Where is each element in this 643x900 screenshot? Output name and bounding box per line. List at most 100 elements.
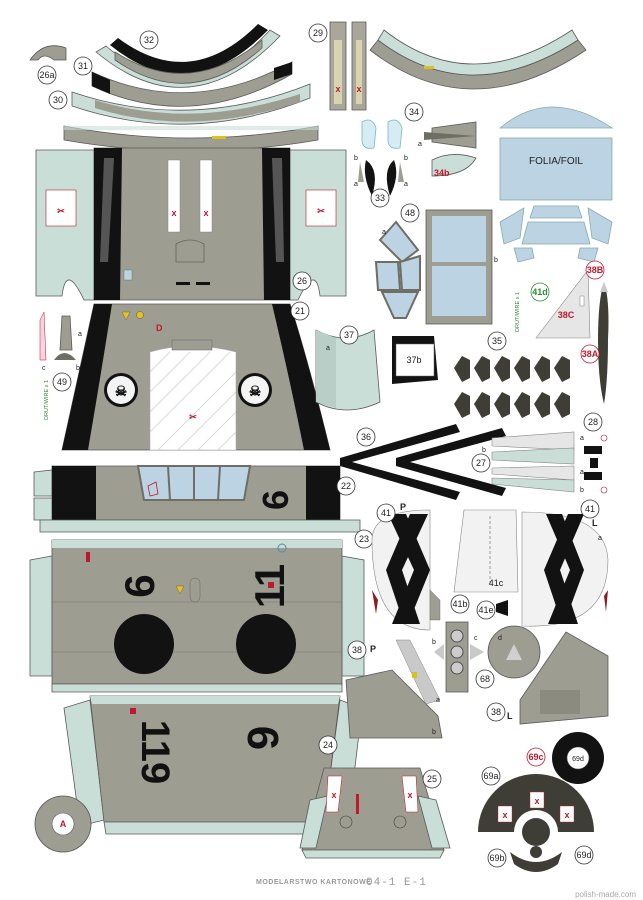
- number-6-22: 6: [255, 490, 296, 510]
- letter-P-41: P: [400, 502, 406, 512]
- svg-text:a: a: [598, 535, 602, 542]
- label-33: 33: [375, 193, 385, 203]
- part-38-L: 38 L: [486, 631, 609, 725]
- part-41c: 41c: [453, 509, 519, 593]
- letter-D: D: [156, 323, 163, 333]
- label-26: 26: [297, 276, 307, 286]
- part-35-piece: [534, 392, 550, 418]
- svg-text:x: x: [335, 84, 340, 94]
- svg-text:b: b: [432, 729, 436, 736]
- foil-label: FOLIA/FOIL: [529, 156, 583, 167]
- footer: MODELARSTWO KARTONOWE 04-1 E-1 polish-ma…: [256, 877, 636, 899]
- svg-text:x: x: [203, 208, 208, 218]
- svg-text:x: x: [356, 84, 361, 94]
- svg-text:b: b: [580, 487, 584, 494]
- label-35: 35: [492, 336, 502, 346]
- svg-text:a: a: [436, 697, 440, 704]
- part-21: ✂ ☠ ☠ D 21: [61, 301, 331, 451]
- label-69d-bottom: 69d: [576, 850, 591, 860]
- label-49: 49: [57, 377, 67, 387]
- svg-text:b: b: [404, 155, 408, 162]
- part-35-piece: [494, 356, 510, 382]
- svg-text:x: x: [407, 790, 412, 800]
- part-32: 32: [95, 24, 281, 88]
- label-28: 28: [588, 417, 598, 427]
- part-68: b c 68 d: [432, 621, 541, 693]
- part-35: [454, 356, 570, 418]
- label-69a: 69a: [483, 771, 498, 781]
- label-38B: 38B: [587, 265, 604, 275]
- label-41d: 41d: [532, 287, 548, 297]
- part-33: 33 b a b a: [354, 119, 408, 208]
- label-37b: 37b: [406, 355, 421, 365]
- number-6-24: 6: [238, 726, 287, 750]
- label-38C: 38C: [558, 310, 575, 320]
- part-25: x x 25: [299, 767, 451, 859]
- number-119-24: 119: [133, 720, 177, 785]
- part-49: a c b DRUT/WIRE x 1 49: [39, 311, 82, 420]
- wire-label-right: DRUT/WIRE x 1: [515, 292, 521, 332]
- svg-text:x: x: [171, 208, 176, 218]
- label-31: 31: [78, 61, 88, 71]
- label-29: 29: [313, 28, 323, 38]
- letter-a: a: [418, 141, 422, 148]
- foil-panels: FOLIA/FOIL: [498, 106, 614, 263]
- svg-text:c: c: [474, 635, 478, 642]
- label-24: 24: [323, 740, 333, 750]
- svg-text:x: x: [331, 790, 336, 800]
- svg-text:b: b: [432, 639, 436, 646]
- part-29: x x 29: [308, 21, 367, 111]
- fuselage-strip-top: [63, 125, 319, 152]
- number-6-23: 6: [116, 574, 163, 597]
- part-35-piece: [474, 356, 490, 382]
- part-26: ✂ ✂ x x 26: [35, 147, 347, 301]
- label-69c: 69c: [528, 752, 543, 762]
- label-21: 21: [295, 306, 305, 316]
- letter-A: A: [60, 819, 67, 829]
- part-24: 119 6 24: [63, 695, 363, 835]
- label-27: 27: [476, 458, 486, 468]
- label-41e: 41e: [478, 605, 493, 615]
- label-38-L: 38: [491, 707, 501, 717]
- part-38-P: 38 P a b: [345, 639, 443, 739]
- svg-text:a: a: [382, 229, 386, 236]
- letter-L-41: L: [592, 518, 598, 528]
- svg-text:a: a: [580, 435, 584, 442]
- label-41-P: 41: [381, 508, 391, 518]
- label-68: 68: [480, 674, 490, 684]
- label-41-L: 41: [585, 504, 595, 514]
- part-35-piece: [514, 356, 530, 382]
- svg-text:a: a: [326, 345, 330, 352]
- svg-text:x: x: [564, 810, 569, 820]
- label-22: 22: [341, 481, 351, 491]
- part-36: 36: [340, 424, 506, 500]
- svg-text:a: a: [354, 181, 358, 188]
- part-31: 31: [73, 56, 293, 107]
- wire-label-left: DRUT/WIRE x 1: [44, 380, 50, 420]
- label-36: 36: [361, 432, 371, 442]
- part-23: 6 11 23: [29, 529, 374, 693]
- label-25: 25: [427, 774, 437, 784]
- svg-text:x: x: [534, 796, 539, 806]
- svg-text:☠: ☠: [115, 383, 128, 399]
- label-37: 37: [344, 330, 354, 340]
- label-38A: 38A: [582, 349, 599, 359]
- part-41-L: 41 L a 41e: [476, 499, 609, 627]
- label-41c: 41c: [489, 578, 504, 588]
- svg-text:a: a: [404, 181, 408, 188]
- part-69: 69d 69c x x x 69a 69b 69d: [478, 732, 604, 872]
- svg-text:b: b: [494, 257, 498, 264]
- part-26a: 26a: [29, 45, 67, 85]
- label-69d-top: 69d: [572, 756, 584, 763]
- label-30: 30: [53, 95, 63, 105]
- label-69b: 69b: [489, 853, 504, 863]
- svg-text:c: c: [42, 365, 46, 372]
- svg-text:b: b: [482, 447, 486, 454]
- part-22: 6 22: [33, 465, 361, 533]
- part-35-piece: [534, 356, 550, 382]
- watermark-site: polish-made.com: [575, 890, 636, 899]
- label-35-wrap: 35: [487, 331, 507, 351]
- svg-text:✂: ✂: [317, 206, 325, 216]
- svg-text:d: d: [498, 635, 502, 642]
